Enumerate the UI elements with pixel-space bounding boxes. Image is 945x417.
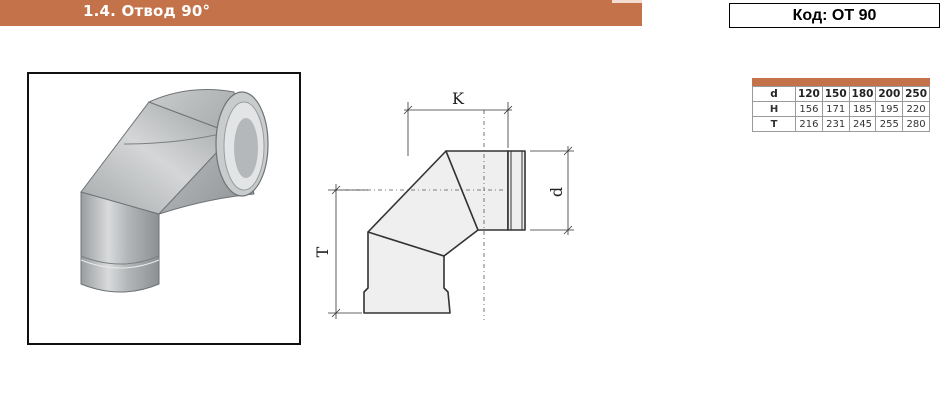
- title-accent-strip: [612, 0, 642, 3]
- table-header-label: d: [752, 86, 796, 102]
- technical-drawing: K d T: [306, 80, 596, 330]
- elbow-socket: [507, 150, 526, 231]
- table-row: T 216 231 245 255 280: [752, 116, 930, 132]
- table-header-cell: 200: [875, 86, 904, 102]
- product-code-box: Код: ОТ 90: [729, 3, 940, 28]
- spec-table-container: d 120 150 180 200 250 H 156 171 185 195 …: [752, 78, 930, 132]
- product-photo-frame: [27, 72, 301, 345]
- section-title-bar: 1.4. Отвод 90°: [0, 0, 642, 26]
- table-cell: 216: [795, 116, 823, 132]
- table-cell: 255: [875, 116, 904, 132]
- table-cell: 195: [875, 101, 904, 117]
- table-header-cell: 180: [848, 86, 877, 102]
- d-dimension-label: d: [547, 187, 566, 197]
- table-cell: 220: [902, 101, 930, 117]
- table-header-cell: 120: [795, 86, 823, 102]
- spec-table: d 120 150 180 200 250 H 156 171 185 195 …: [752, 86, 930, 132]
- k-dimension-label: K: [452, 89, 465, 108]
- table-row-label: H: [752, 101, 796, 117]
- table-header-row: d 120 150 180 200 250: [752, 86, 930, 102]
- table-cell: 245: [848, 116, 877, 132]
- spec-table-accent-band: [752, 78, 930, 86]
- t-dimension-label: T: [313, 246, 332, 257]
- product-code: Код: ОТ 90: [792, 6, 877, 24]
- table-row-label: T: [752, 116, 796, 132]
- table-cell: 231: [821, 116, 850, 132]
- table-cell: 171: [821, 101, 850, 117]
- table-row: H 156 171 185 195 220: [752, 101, 930, 117]
- table-header-cell: 150: [821, 86, 850, 102]
- table-cell: 156: [795, 101, 823, 117]
- table-cell: 280: [902, 116, 930, 132]
- section-title: 1.4. Отвод 90°: [83, 2, 211, 20]
- elbow-pipe-photo: [80, 89, 269, 293]
- elbow-dimension-drawing: K d T: [313, 89, 574, 320]
- table-header-cell: 250: [902, 86, 930, 102]
- table-cell: 185: [848, 101, 877, 117]
